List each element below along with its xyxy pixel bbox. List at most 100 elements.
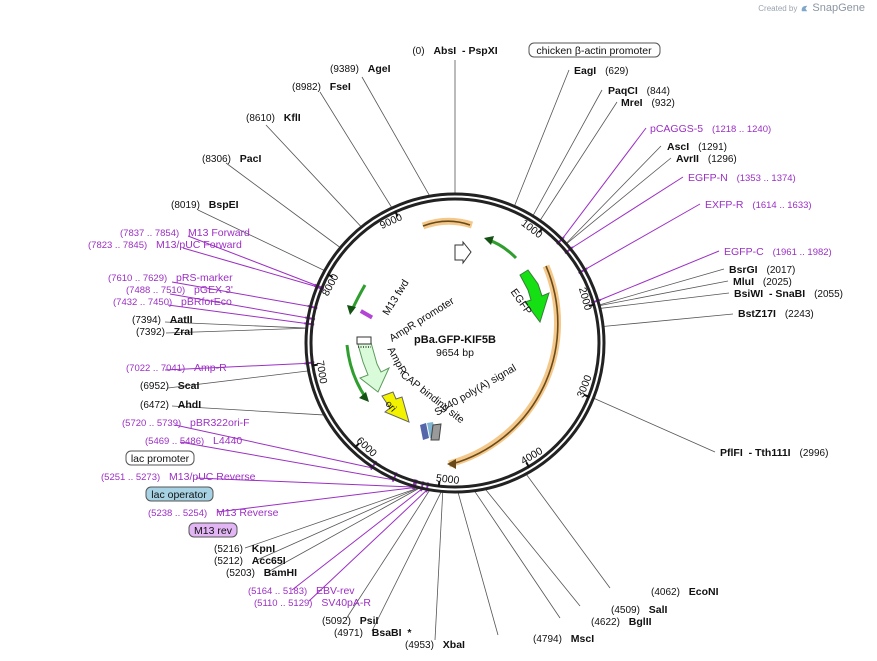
site-label-bsiwi[interactable]: BsiWI - SnaBI (2055): [734, 284, 843, 301]
feature-box-chicken-beta-actin-promoter[interactable]: chicken β-actin promoter: [528, 42, 661, 58]
site-label-bsabi[interactable]: (4971) BsaBI *: [334, 623, 412, 640]
promoter-arrow-icon[interactable]: [454, 240, 472, 265]
tick-label-2000: 2000: [576, 286, 594, 312]
leader-line-pflfi: [594, 398, 716, 453]
site-label-kfli[interactable]: (8610) KflI: [246, 108, 301, 125]
plasmid-size: 9654 bp: [436, 347, 474, 359]
svg-text:chicken β-actin promoter: chicken β-actin promoter: [536, 45, 652, 57]
leader-line-fsei: [319, 91, 392, 208]
feature-box-lac-operator[interactable]: lac operator: [145, 486, 214, 502]
site-label-egfpn[interactable]: EGFP-N (1353 .. 1374): [688, 168, 796, 185]
site-label-absi[interactable]: (0) AbsI - PspXI: [412, 41, 497, 58]
leader-line-psii: [345, 490, 430, 620]
site-label-kpni[interactable]: (5216) KpnI: [214, 539, 275, 556]
feature-label-sv40-polya-signal: SV40 poly(A) signal: [433, 362, 519, 419]
leader-line-m13pucfwd: [182, 247, 317, 287]
egfp-feature[interactable]: [519, 269, 550, 324]
site-label-avrii[interactable]: AvrII (1296): [676, 149, 737, 166]
site-label-sali[interactable]: (4509) SalI: [611, 600, 668, 617]
site-label-ahdi[interactable]: (6472) AhdI: [140, 395, 201, 412]
site-label-sv40pa[interactable]: (5110 .. 5129) SV40pA-R: [254, 593, 371, 610]
ampr-feature[interactable]: [356, 338, 391, 393]
snapgene-logo-icon: [802, 5, 808, 11]
site-label-agei[interactable]: (9389) AgeI: [330, 59, 391, 76]
site-label-pflfi[interactable]: PflFI - Tth111I (2996): [720, 443, 828, 460]
site-label-ebv[interactable]: (5164 .. 5183) EBV-rev: [248, 581, 355, 598]
leader-line-zrai: [165, 327, 306, 334]
site-label-bstz17i[interactable]: BstZ17I (2243): [738, 304, 814, 321]
site-label-psii[interactable]: (5092) PsiI: [322, 611, 379, 628]
leader-line-aatii: [164, 321, 306, 329]
site-label-econi[interactable]: (4062) EcoNI: [651, 582, 719, 599]
leader-line-acc65i: [256, 487, 418, 561]
site-label-pbr322[interactable]: (5720 .. 5739) pBR322ori-F: [122, 413, 250, 430]
site-label-aatii[interactable]: (7394) AatII: [132, 310, 193, 327]
site-label-fsei[interactable]: (8982) FseI: [292, 77, 351, 94]
chicken-beta-actin-promoter-arrow: [422, 220, 471, 227]
snapgene-name: SnapGene: [812, 2, 865, 14]
site-label-mrei[interactable]: MreI (932): [621, 93, 675, 110]
feature-arcs: [421, 217, 562, 469]
site-label-bglii[interactable]: (4622) BglII: [591, 612, 652, 629]
site-label-pgex[interactable]: (7488 .. 7510) pGEX 3': [126, 280, 233, 297]
site-label-exfpr[interactable]: EXFP-R (1614 .. 1633): [705, 195, 812, 212]
sv40-polya-box[interactable]: [430, 423, 442, 441]
site-label-bamhi[interactable]: (5203) BamHI: [226, 563, 297, 580]
leader-line-paci: [225, 162, 340, 248]
feature-box-m13-rev[interactable]: M13 rev: [188, 522, 238, 538]
snapgene-watermark: Created by SnapGene: [758, 2, 865, 14]
leader-line-pbr322: [174, 424, 373, 469]
site-labels: (0) AbsI - PspXI (9389) AgeI(8982) FseI (8…: [88, 41, 843, 652]
site-label-pcaggs[interactable]: pCAGGS-5 (1218 .. 1240): [650, 119, 771, 136]
site-label-mlui[interactable]: MluI (2025): [733, 272, 792, 289]
leader-line-econi: [526, 474, 611, 589]
svg-text:M13 rev: M13 rev: [194, 525, 233, 537]
leader-line-bstz17i: [604, 313, 734, 327]
ampr-promoter-box[interactable]: [356, 336, 372, 345]
site-label-ampr[interactable]: (7022 .. 7041) Amp-R: [126, 358, 227, 375]
leader-line-m13pucrev: [195, 477, 414, 488]
site-label-m13fwd[interactable]: (7837 .. 7854) M13 Forward: [120, 223, 250, 240]
leader-line-bsrgi: [599, 268, 725, 306]
site-label-xbai[interactable]: (4953) XbaI: [405, 635, 465, 652]
site-label-bspei[interactable]: (8019) BspEI: [171, 195, 239, 212]
leader-line-bsiwi: [600, 292, 730, 309]
leader-line-mlui: [600, 280, 729, 306]
svg-text:lac operator: lac operator: [151, 489, 207, 501]
ori-feature[interactable]: [381, 391, 410, 423]
site-label-m13pucrev[interactable]: (5251 .. 5273) M13/pUC Reverse: [101, 467, 256, 484]
leader-line-xbai: [434, 492, 444, 641]
leader-line-egfpn: [571, 176, 684, 249]
site-label-asci[interactable]: AscI (1291): [667, 137, 727, 154]
site-label-msci[interactable]: (4794) MscI: [533, 629, 594, 646]
leader-line-sali: [485, 489, 581, 607]
cap-binding-site-mark: [420, 423, 429, 440]
site-label-acc65i[interactable]: (5212) Acc65I: [214, 551, 286, 568]
site-label-paqci[interactable]: PaqCI (844): [608, 81, 670, 98]
leader-line-scai: [167, 370, 308, 389]
leader-line-l4440: [179, 441, 394, 481]
site-label-egfpc[interactable]: EGFP-C (1961 .. 1982): [724, 242, 832, 259]
leader-line-msci: [457, 492, 499, 636]
site-label-m13rev[interactable]: (5238 .. 5254) M13 Reverse: [148, 503, 279, 520]
site-label-pbrfor[interactable]: (7432 .. 7450) pBRforEco: [113, 292, 232, 309]
backbone-outer: [304, 192, 606, 494]
site-label-paci[interactable]: (8306) PacI: [202, 149, 261, 166]
leader-line-avrii: [566, 157, 672, 244]
site-label-scai[interactable]: (6952) ScaI: [140, 376, 199, 393]
leader-line-pbrfor: [167, 304, 307, 324]
feature-box-lac-promoter[interactable]: lac promoter: [125, 450, 195, 466]
tick-mark-8000: [326, 273, 334, 278]
site-label-m13pucfwd[interactable]: (7823 .. 7845) M13/pUC Forward: [88, 235, 242, 252]
site-label-bsrgi[interactable]: BsrGI (2017): [729, 260, 795, 277]
site-label-eagi[interactable]: EagI (629): [574, 61, 628, 78]
site-label-zrai[interactable]: (7392) ZraI: [136, 322, 193, 339]
site-label-l4440[interactable]: (5469 .. 5486) L4440: [145, 431, 242, 448]
leader-line-m13fwd: [187, 235, 317, 286]
f1-ori-arrowhead: [347, 305, 356, 315]
leader-line-paqci: [532, 89, 603, 216]
site-label-prs[interactable]: (7610 .. 7629) pRS-marker: [108, 268, 233, 285]
ampr-backbone-arrowhead: [359, 392, 369, 402]
inner-feature-arrows: [345, 236, 518, 402]
